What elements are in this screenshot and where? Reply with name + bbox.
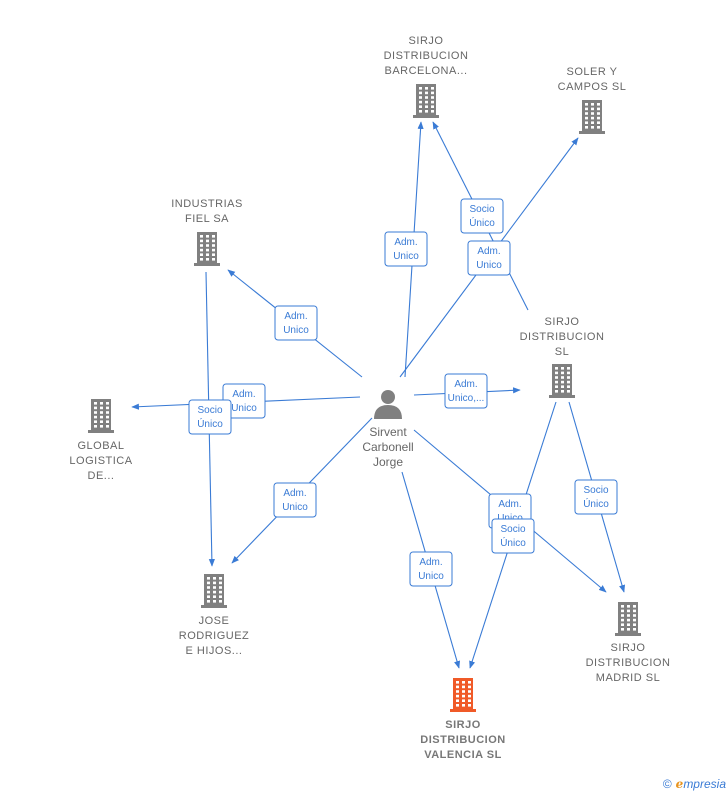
relation-label-text: Adm. [454, 379, 477, 390]
building-icon [615, 602, 641, 636]
relation-label-text: Adm. [394, 237, 417, 248]
relation-label-text: Único [583, 497, 609, 510]
node-label: Carbonell [362, 440, 413, 454]
nodes-layer: SIRJO DISTRIBUCION BARCELONA... SOLER Y CAMP… [69, 35, 670, 761]
node-label: DISTRIBUCION [520, 331, 605, 343]
node-label: DISTRIBUCION [420, 734, 505, 746]
node-label: Sirvent [369, 425, 407, 439]
relation-label-text: Unico [283, 325, 309, 336]
node-label: JOSE [199, 615, 230, 627]
building-icon [579, 100, 605, 134]
person-icon [381, 390, 395, 404]
node-soler[interactable]: SOLER Y CAMPOS SL [558, 66, 627, 134]
building-icon [194, 232, 220, 266]
relation-label-text: Unico [393, 251, 419, 262]
relation-label-box[interactable] [467, 240, 511, 276]
relation-label-box[interactable] [574, 479, 618, 515]
copyright-icon: © [662, 777, 672, 791]
node-label: E HIJOS... [186, 645, 243, 657]
node-label: CAMPOS SL [558, 81, 627, 93]
relation-label-text: Adm. [284, 311, 307, 322]
relation-label-text: Adm. [477, 246, 500, 257]
relation-label-text: Adm. [419, 557, 442, 568]
node-label: DISTRIBUCION [384, 50, 469, 62]
building-icon [201, 574, 227, 608]
relation-label-text: Único [500, 536, 526, 549]
relation-label-text: Unico [282, 502, 308, 513]
edge-labels-layer: Adm.UnicoSocioÚnicoAdm.UnicoAdm.UnicoAdm… [188, 198, 618, 587]
node-label: SOLER Y [567, 66, 618, 78]
person-icon-body [374, 405, 402, 419]
relation-label-text: Unico [476, 260, 502, 271]
node-sirjo-mad[interactable]: SIRJO DISTRIBUCION MADRID SL [586, 602, 671, 684]
node-label: LOGISTICA [69, 455, 132, 467]
relation-label-text: Socio [583, 485, 608, 496]
relation-label-box[interactable] [188, 399, 232, 435]
relation-label-box[interactable] [491, 518, 535, 554]
node-label: MADRID SL [596, 672, 660, 684]
relation-label-text: Adm. [283, 488, 306, 499]
node-sirjo-sl[interactable]: SIRJO DISTRIBUCION SL [520, 316, 605, 398]
relation-label-box[interactable] [273, 482, 317, 518]
building-icon [88, 399, 114, 433]
node-global[interactable]: GLOBAL LOGISTICA DE... [69, 399, 132, 482]
node-label: Jorge [373, 455, 403, 469]
node-label: RODRIGUEZ [179, 630, 250, 642]
brand-logo-initial: e [675, 777, 684, 791]
relation-label-text: Adm. [232, 389, 255, 400]
relation-label-box[interactable] [409, 551, 453, 587]
building-icon [450, 678, 476, 712]
node-jose[interactable]: JOSE RODRIGUEZ E HIJOS... [179, 574, 250, 657]
brand-name: mpresia [683, 777, 726, 791]
node-label: FIEL SA [185, 213, 229, 225]
node-label: DISTRIBUCION [586, 657, 671, 669]
node-label: SIRJO [409, 35, 444, 47]
node-label: GLOBAL [77, 440, 124, 452]
node-label: VALENCIA SL [424, 749, 502, 761]
node-label: DE... [88, 470, 115, 482]
relation-label-box[interactable] [274, 305, 318, 341]
node-industrias[interactable]: INDUSTRIAS FIEL SA [171, 198, 243, 266]
relation-label-box[interactable] [460, 198, 504, 234]
relation-label-text: Adm. [498, 499, 521, 510]
relation-label-box[interactable] [384, 231, 428, 267]
node-label: BARCELONA... [384, 65, 467, 77]
relation-label-text: Socio [197, 405, 222, 416]
building-icon [413, 84, 439, 118]
relation-label-text: Socio [469, 204, 494, 215]
footer-brand: ©empresia [663, 777, 726, 791]
node-label: SIRJO [611, 642, 646, 654]
node-label: SL [555, 346, 569, 358]
relation-label-text: Único [197, 417, 223, 430]
relation-label-text: Socio [500, 524, 525, 535]
node-label: SIRJO [545, 316, 580, 328]
node-label: SIRJO [445, 719, 481, 731]
relation-label-text: Único [469, 216, 495, 229]
node-sirjo-bcn[interactable]: SIRJO DISTRIBUCION BARCELONA... [384, 35, 469, 118]
relation-label-box[interactable] [444, 373, 488, 409]
node-label: INDUSTRIAS [171, 198, 243, 210]
node-sirjo-val[interactable]: SIRJO DISTRIBUCION VALENCIA SL [420, 678, 505, 761]
building-icon [549, 364, 575, 398]
relation-label-text: Unico,... [448, 393, 485, 404]
relation-label-text: Unico [418, 571, 444, 582]
relation-label-text: Unico [231, 403, 257, 414]
